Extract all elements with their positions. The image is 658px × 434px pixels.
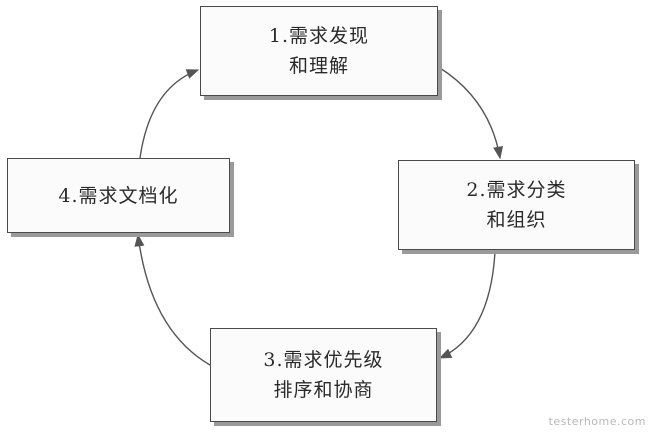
step-box-1: 1.需求发现 和理解 (200, 6, 438, 96)
arrow-step3-to-step4 (134, 233, 211, 366)
step-box-4: 4.需求文档化 (7, 158, 230, 233)
step-box-3: 3.需求优先级 排序和协商 (210, 328, 437, 422)
step-3-line-1: 3.需求优先级 (263, 349, 384, 371)
watermark-text: testerhome.com (548, 415, 646, 428)
step-2-line-1: 2.需求分类 (466, 179, 567, 201)
step-2-line-2: 和组织 (486, 209, 547, 231)
arrow-step2-to-step3 (438, 251, 496, 359)
arrow-step4-to-step1 (139, 69, 200, 159)
step-4-line-1: 4.需求文档化 (58, 184, 179, 207)
step-1-line-1: 1.需求发现 (268, 25, 370, 47)
step-3-line-2: 排序和协商 (273, 379, 374, 401)
arrow-step1-to-step2 (439, 67, 504, 160)
step-box-2: 2.需求分类 和组织 (398, 160, 635, 250)
step-1-line-2: 和理解 (288, 55, 349, 77)
